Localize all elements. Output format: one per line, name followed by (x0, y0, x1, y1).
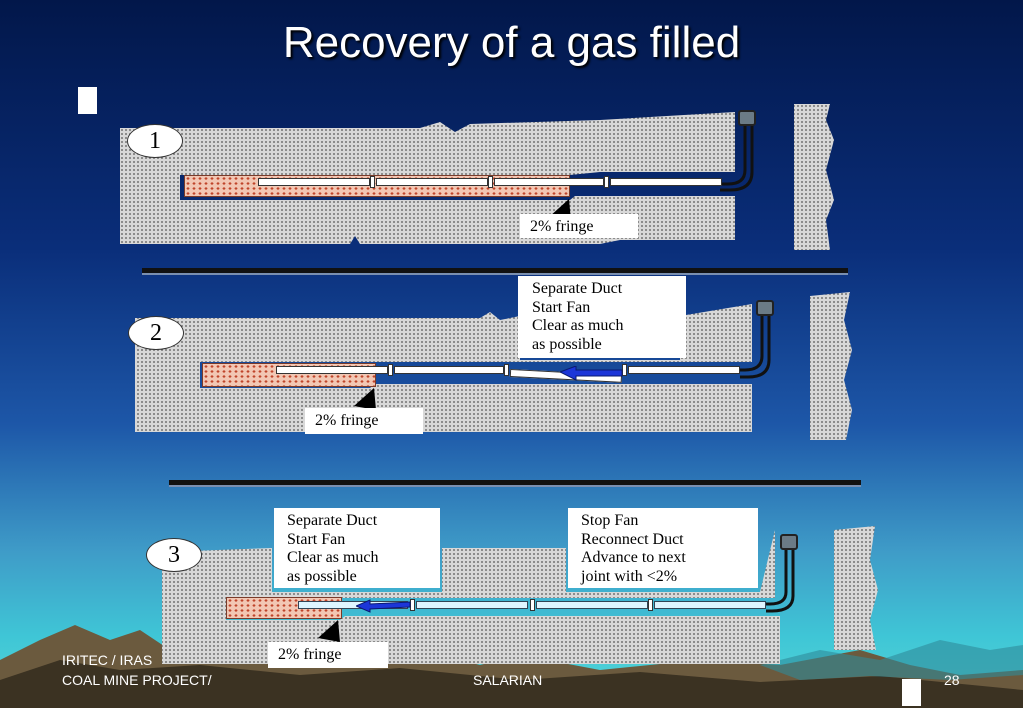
fringe-pointer-arrow (354, 388, 376, 410)
note-line: Start Fan (532, 298, 591, 316)
duct-joint (504, 364, 509, 376)
fan-icon (738, 110, 756, 126)
note-line: Separate Duct (532, 280, 623, 297)
panel-divider-2 (169, 480, 861, 485)
fan-icon (780, 534, 798, 550)
vent-duct-section (258, 178, 370, 186)
vent-duct-section (276, 366, 388, 374)
vent-duct-section (536, 601, 648, 609)
fringe-label-1: 2% fringe (520, 214, 638, 238)
bullet-square (902, 679, 921, 706)
airflow-arrow-icon (560, 366, 623, 381)
note-line: Reconnect Duct (581, 530, 684, 548)
note-line: Clear as much (287, 549, 379, 566)
step-number-1: 1 (127, 124, 183, 158)
duct-joint (488, 176, 493, 188)
footer-org-line1: IRITEC / IRAS (62, 652, 153, 668)
fringe-pointer-arrow (318, 620, 340, 642)
duct-joint (388, 364, 393, 376)
fringe-label-3: 2% fringe (268, 642, 388, 668)
fringe-label-2: 2% fringe (305, 408, 423, 434)
note-line: Separate Duct (287, 512, 378, 529)
vent-duct-section (628, 366, 740, 374)
vent-duct-section (394, 366, 504, 374)
duct-joint (648, 599, 653, 611)
step-number-3: 3 (146, 538, 202, 572)
bullet-square (78, 87, 97, 114)
footer-org-line2: COAL MINE PROJECT/ (62, 672, 212, 688)
note-line: Clear as much (532, 317, 624, 334)
note-line: Stop Fan (581, 512, 639, 529)
note-line: Start Fan (287, 530, 346, 548)
note-line: as possible (532, 335, 602, 353)
vent-duct-section (654, 601, 766, 609)
footer-author: SALARIAN (473, 672, 543, 688)
fan-icon (756, 300, 774, 316)
duct-joint (604, 176, 609, 188)
vent-duct-section (416, 601, 528, 609)
duct-joint (370, 176, 375, 188)
slide-title: Recovery of a gas filled (282, 18, 741, 67)
vent-duct-section (494, 178, 604, 186)
instruction-note-2: Separate Duct Start Fan Clear as much as… (518, 276, 686, 358)
instruction-note-3-left: Separate Duct Start Fan Clear as much as… (274, 508, 440, 588)
note-line: Advance to next (581, 549, 686, 566)
duct-joint (530, 599, 535, 611)
vent-duct-section (376, 178, 488, 186)
instruction-note-3-right: Stop Fan Reconnect Duct Advance to next … (568, 508, 758, 588)
note-line: as possible (287, 567, 357, 585)
panel-divider-1 (142, 268, 848, 273)
step-number-2: 2 (128, 316, 184, 350)
note-line: joint with <2% (581, 567, 678, 585)
airflow-arrow-icon (356, 599, 411, 613)
slide-number: 28 (944, 672, 960, 688)
vent-duct-section (610, 178, 722, 186)
